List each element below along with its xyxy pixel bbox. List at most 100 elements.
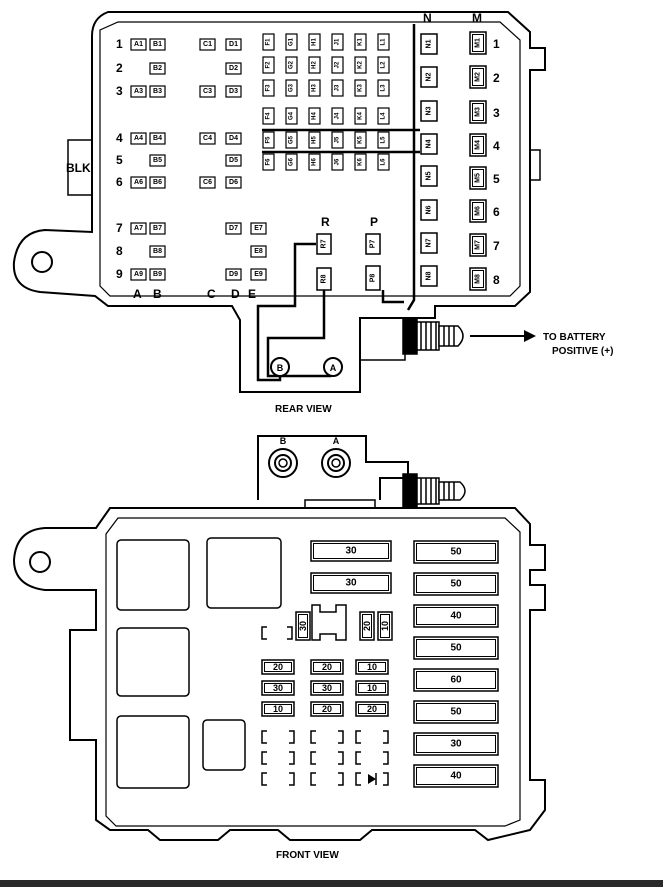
- fuse-l2: L2: [377, 56, 390, 74]
- col-letter-d: D: [231, 287, 240, 301]
- svg-text:M7: M7: [475, 240, 482, 250]
- diode-marker: [368, 773, 377, 785]
- relay-5: [202, 719, 246, 771]
- fuse-p8: P8: [365, 265, 381, 291]
- empty-fuse-slot: [310, 772, 344, 786]
- svg-text:G4: G4: [289, 111, 295, 120]
- left-tab-rear: [67, 139, 92, 196]
- fuse-d3: D3: [225, 85, 242, 98]
- maxi-fuse-top-2: 30: [310, 572, 392, 594]
- maxi-fuse-right-7: 30: [413, 732, 499, 756]
- svg-text:D3: D3: [229, 88, 238, 95]
- svg-text:D4: D4: [229, 135, 238, 142]
- fuse-d5: D5: [225, 154, 242, 167]
- fuse-l4: L4: [377, 107, 390, 125]
- battery-stud-rear: [402, 317, 464, 355]
- wire-r7-to-b: [256, 242, 316, 382]
- fuse-j2: J2: [331, 56, 344, 74]
- wire-p-bus: [381, 290, 404, 304]
- svg-text:30: 30: [273, 683, 283, 693]
- fuse-c4: C4: [199, 132, 216, 145]
- circuit-breaker: [311, 604, 347, 641]
- fuse-g3: G3: [285, 79, 298, 97]
- fuse-k3: K3: [354, 79, 367, 97]
- row-number-2: 2: [116, 61, 123, 75]
- fuse-e9: E9: [250, 268, 267, 281]
- fuse-n4: N4: [420, 133, 438, 155]
- svg-text:D7: D7: [229, 225, 238, 232]
- rear-wiring: [256, 24, 420, 382]
- fuse-d7: D7: [225, 222, 242, 235]
- svg-text:50: 50: [450, 707, 462, 718]
- svg-text:C6: C6: [203, 179, 212, 186]
- fuse-n5: N5: [420, 165, 438, 187]
- svg-text:H5: H5: [312, 136, 318, 144]
- svg-text:D6: D6: [229, 179, 238, 186]
- maxi-fuse-right-2: 50: [413, 572, 499, 596]
- svg-text:A6: A6: [134, 179, 143, 186]
- svg-text:A1: A1: [134, 41, 143, 48]
- svg-text:J3: J3: [335, 84, 341, 91]
- mini-fuse-r3-c3: 20: [355, 701, 389, 717]
- terminal-b: B: [270, 357, 290, 377]
- fuse-f6: F6: [262, 153, 275, 171]
- svg-text:P8: P8: [370, 274, 377, 283]
- maxi-fuse-right-1: 50: [413, 540, 499, 564]
- svg-text:C3: C3: [203, 88, 212, 95]
- svg-text:D9: D9: [229, 271, 238, 278]
- fuse-b1: B1: [149, 38, 166, 51]
- row-number-6: 6: [116, 175, 123, 189]
- fuse-j1: J1: [331, 33, 344, 51]
- svg-text:L4: L4: [381, 112, 387, 120]
- fuse-f1: F1: [262, 33, 275, 51]
- fuse-a4: A4: [130, 132, 147, 145]
- row-number-8: 8: [116, 244, 123, 258]
- fuse-r7: R7: [316, 233, 332, 255]
- fuse-f3: F3: [262, 79, 275, 97]
- empty-fuse-slot: [261, 772, 295, 786]
- empty-fuse-slot: [355, 751, 389, 765]
- svg-text:P7: P7: [370, 240, 377, 249]
- row-number-m-8: 8: [493, 273, 500, 287]
- col-letter-a: A: [133, 287, 142, 301]
- svg-text:50: 50: [450, 643, 462, 654]
- fuse-d4: D4: [225, 132, 242, 145]
- svg-text:B9: B9: [153, 271, 162, 278]
- fuse-g1: G1: [285, 33, 298, 51]
- battery-label-line-1: TO BATTERY: [543, 332, 606, 343]
- mounting-hole-front: [29, 551, 51, 573]
- fuse-f5: F5: [262, 131, 275, 149]
- fuse-k6: K6: [354, 153, 367, 171]
- battery-label-line-2: POSITIVE (+): [552, 346, 613, 357]
- right-notch-rear: [530, 149, 541, 181]
- mini-fuse-vertical-1: 30: [295, 611, 311, 641]
- col-letter-e: E: [248, 287, 256, 301]
- front-top-tab: [304, 499, 376, 508]
- front-empty-slots: [261, 626, 389, 786]
- column-header-r: R: [321, 215, 330, 229]
- column-header-n: N: [423, 11, 432, 25]
- fuse-n7: N7: [420, 232, 438, 254]
- svg-text:B6: B6: [153, 179, 162, 186]
- svg-text:E9: E9: [254, 271, 263, 278]
- fuse-l1: L1: [377, 33, 390, 51]
- svg-text:N5: N5: [426, 171, 433, 180]
- fuse-k1: K1: [354, 33, 367, 51]
- row-number-m-3: 3: [493, 106, 500, 120]
- svg-text:M6: M6: [475, 206, 482, 216]
- fuse-m8: M8: [469, 267, 487, 291]
- svg-text:N3: N3: [426, 106, 433, 115]
- fuse-n1: N1: [420, 33, 438, 55]
- bottom-bar: [0, 880, 663, 887]
- svg-text:A4: A4: [134, 135, 143, 142]
- svg-text:F6: F6: [266, 158, 272, 166]
- fuse-p7: P7: [365, 233, 381, 255]
- rear-inner-outline: [99, 21, 521, 297]
- svg-text:G5: G5: [289, 135, 295, 144]
- svg-text:M3: M3: [475, 107, 482, 117]
- maxi-fuse-right-4: 50: [413, 636, 499, 660]
- fuse-j5: J5: [331, 131, 344, 149]
